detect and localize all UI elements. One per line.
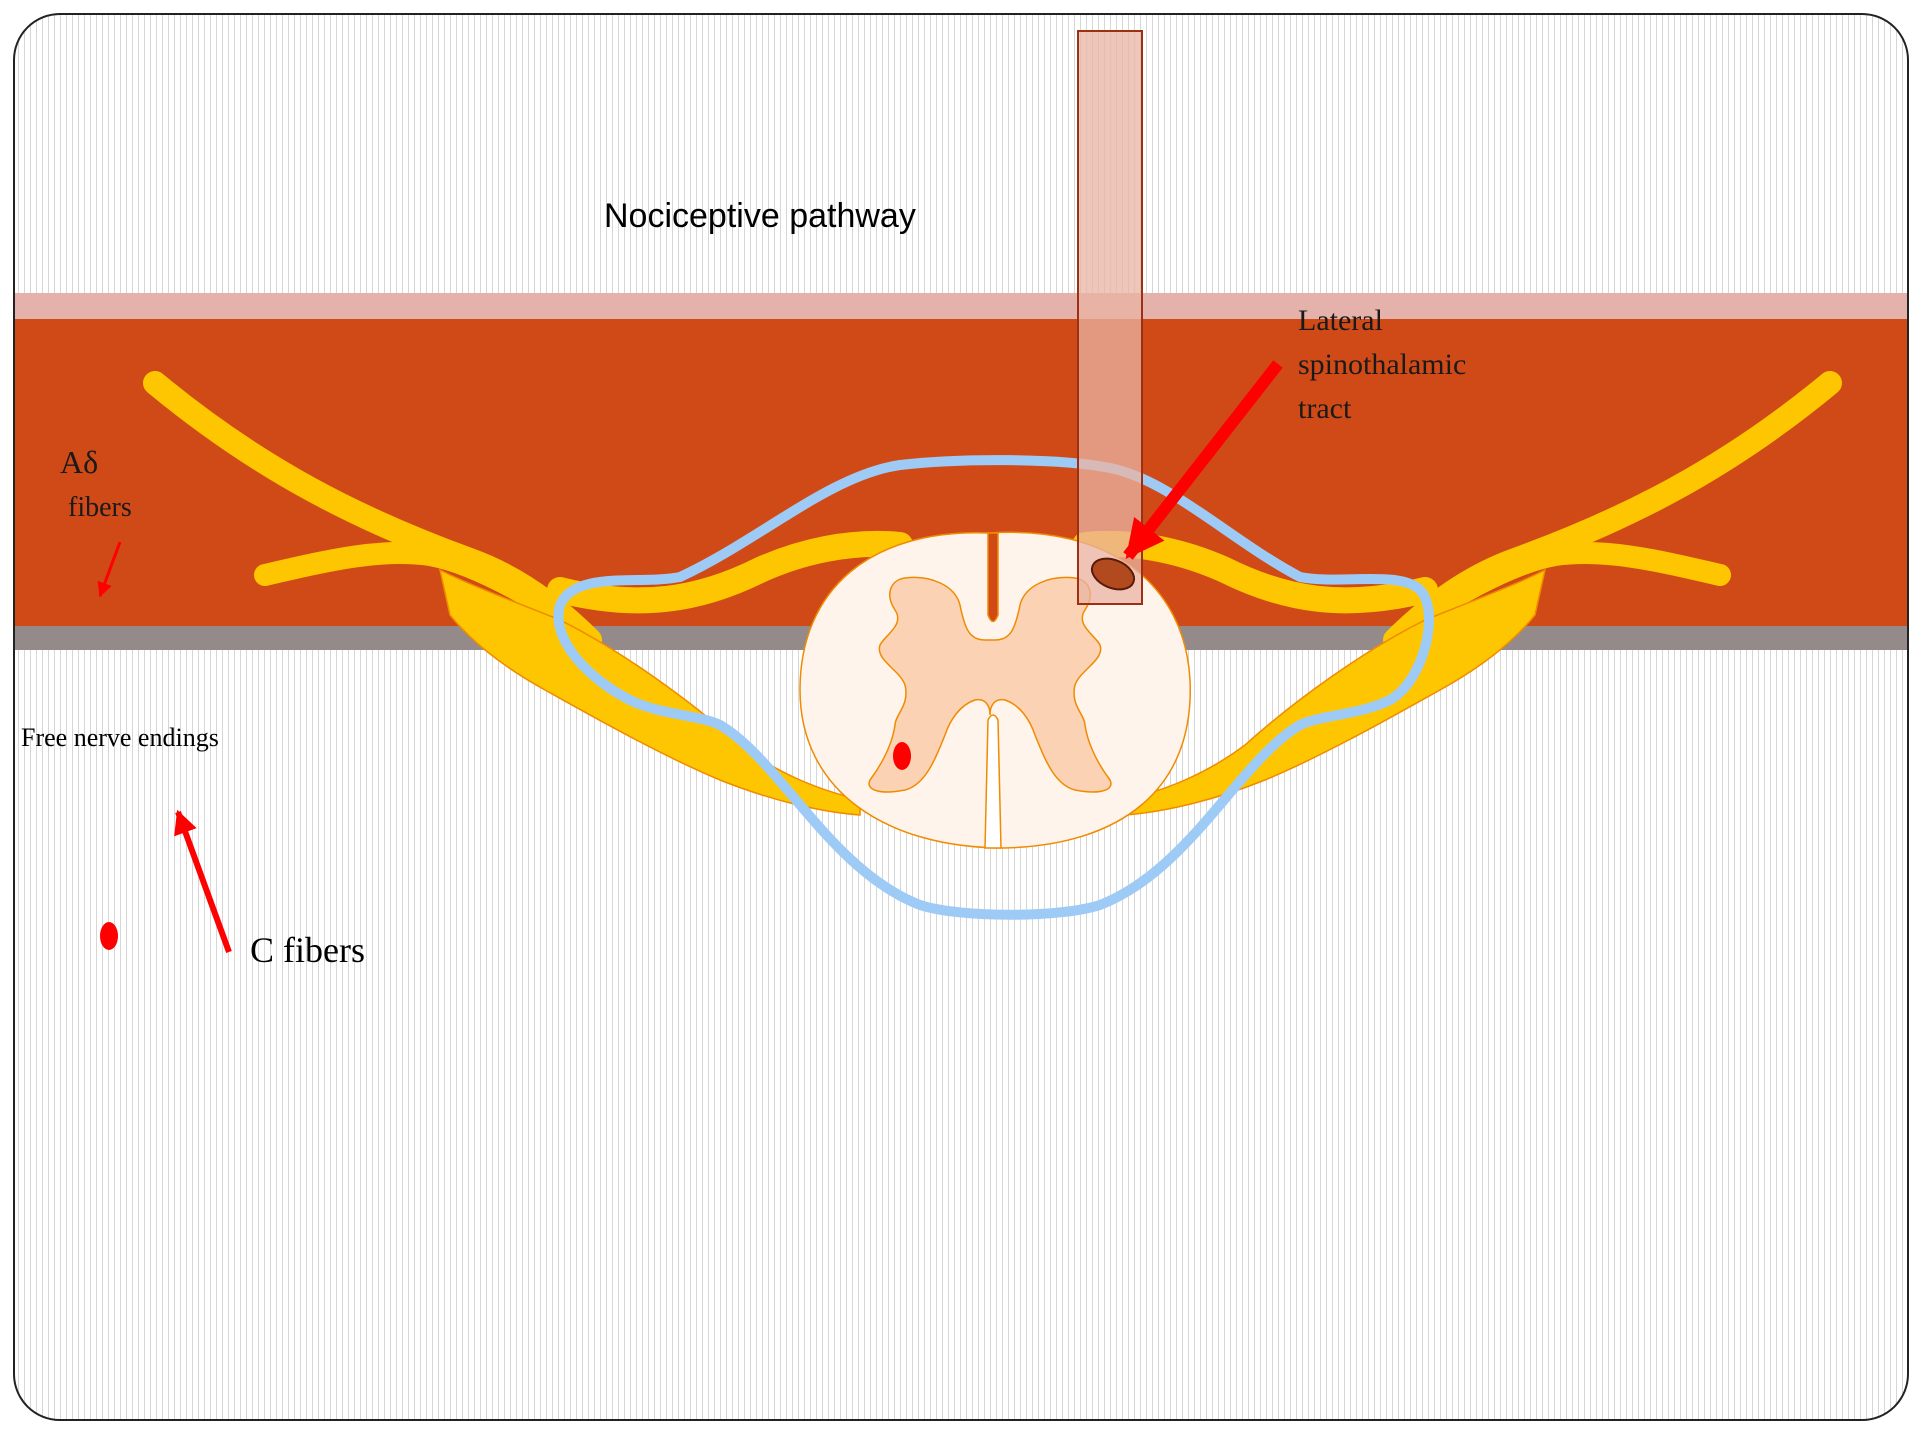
dorsal-median-sulcus	[988, 533, 998, 622]
ascending-tract-column	[1078, 31, 1142, 604]
skin-band	[14, 293, 1908, 319]
diagram-title: Nociceptive pathway	[604, 197, 916, 235]
dorsal-horn-dot-icon	[893, 742, 911, 770]
free-nerve-endings-label: Free nerve endings	[21, 723, 219, 752]
a-delta-fibers-label: fibers	[68, 492, 132, 523]
ventral-median-fissure	[985, 715, 1001, 848]
c-fibers-label: C fibers	[250, 930, 365, 970]
a-delta-symbol-label: Aδ	[60, 444, 98, 480]
tract-label-line-2: spinothalamic	[1298, 348, 1466, 381]
c-fiber-dot-icon	[100, 922, 118, 950]
tract-label-line-3: tract	[1298, 392, 1352, 425]
tract-label-line-1: Lateral	[1298, 304, 1383, 337]
